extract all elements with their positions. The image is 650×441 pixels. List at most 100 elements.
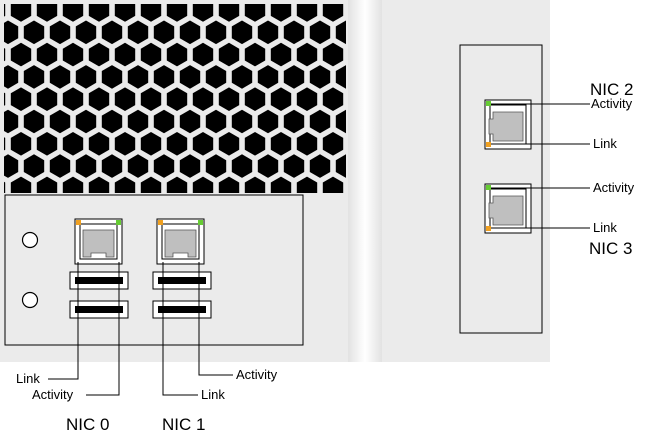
- nic1-activity-label: Activity: [236, 367, 278, 382]
- vent-hole: [140, 42, 162, 67]
- vent-hole: [270, 176, 292, 193]
- usb-port-column-right: [152, 271, 212, 319]
- nic0-link-label: Link: [16, 371, 40, 386]
- nic0-activity-led: [116, 220, 121, 225]
- vent-hole: [127, 65, 149, 89]
- vent-hole: [244, 87, 266, 111]
- vent-hole: [244, 42, 266, 67]
- vent-hole: [192, 176, 214, 193]
- vent-hole: [88, 42, 110, 67]
- vent-hole: [23, 65, 45, 89]
- vent-hole: [283, 20, 305, 45]
- vent-hole: [231, 109, 253, 134]
- vent-hole: [75, 154, 97, 178]
- vent-hole: [322, 132, 344, 156]
- vent-hole: [205, 65, 227, 89]
- vent-hole: [49, 65, 71, 89]
- vent-hole: [270, 87, 292, 111]
- usb-port-column-left: [69, 271, 129, 319]
- vent-hole: [49, 109, 71, 134]
- vent-hole: [309, 20, 331, 45]
- vent-hole: [62, 87, 84, 111]
- vent-hole: [218, 42, 240, 67]
- vent-hole: [4, 48, 6, 62]
- callout-lines-right: [491, 103, 590, 229]
- vent-hole: [322, 42, 344, 67]
- vent-hole: [23, 20, 45, 45]
- vent-hole: [218, 176, 240, 193]
- vent-hole: [10, 42, 32, 67]
- vent-hole: [166, 87, 188, 111]
- vent-hole: [49, 20, 71, 45]
- nic3-ethernet-port: [484, 183, 532, 234]
- vent-hole: [192, 4, 214, 22]
- vent-hole: [322, 4, 344, 22]
- vent-hole: [231, 65, 253, 89]
- vent-hole: [114, 132, 136, 156]
- nic3-activity-label: Activity: [593, 180, 635, 195]
- vent-hole: [4, 154, 19, 178]
- vent-hole: [283, 65, 305, 89]
- vent-hole: [296, 87, 318, 111]
- vent-hole: [322, 176, 344, 193]
- vent-hole: [127, 154, 149, 178]
- nic1-link-led: [158, 220, 163, 225]
- chassis-divider: [348, 0, 382, 362]
- vent-hole: [296, 42, 318, 67]
- vent-hole: [218, 4, 240, 22]
- vent-hole: [140, 132, 162, 156]
- vent-hole: [257, 154, 279, 178]
- vent-hole: [153, 109, 175, 134]
- status-indicator-upper: [21, 231, 39, 249]
- vent-hole: [244, 4, 266, 22]
- vent-hole: [166, 42, 188, 67]
- nic2-link-label: Link: [593, 136, 617, 151]
- vent-hole: [192, 87, 214, 111]
- vent-hole: [75, 109, 97, 134]
- vent-hole: [101, 20, 123, 45]
- vent-hole: [62, 176, 84, 193]
- nic1-activity-led: [198, 220, 203, 225]
- vent-hole: [270, 42, 292, 67]
- vent-hole: [4, 4, 6, 17]
- vent-hole: [36, 132, 58, 156]
- vent-hole: [283, 154, 305, 178]
- vent-hole: [153, 20, 175, 45]
- onboard-nic-plate: [4, 194, 304, 346]
- vent-hole: [218, 87, 240, 111]
- vent-hole: [205, 20, 227, 45]
- vent-hole: [75, 20, 97, 45]
- vent-hole: [192, 132, 214, 156]
- nic1-name-label: NIC 1: [162, 415, 206, 434]
- vent-hole: [335, 109, 346, 134]
- vent-hole: [88, 87, 110, 111]
- vent-hole: [101, 154, 123, 178]
- vent-hole: [62, 42, 84, 67]
- vent-hole: [296, 4, 318, 22]
- vent-hole: [205, 154, 227, 178]
- vent-hole: [140, 87, 162, 111]
- vent-hole: [23, 154, 45, 178]
- vent-hole: [166, 132, 188, 156]
- vent-hole: [218, 132, 240, 156]
- nic2-activity-led: [486, 101, 491, 106]
- nic0-link-callout-line: [48, 262, 79, 380]
- vent-hole: [257, 109, 279, 134]
- vent-hole: [36, 42, 58, 67]
- vent-hole: [23, 109, 45, 134]
- nic0-activity-callout-line: [86, 262, 120, 396]
- vent-hole: [270, 4, 292, 22]
- vent-hole: [10, 176, 32, 193]
- vent-hole: [36, 4, 58, 22]
- nic1-link-label: Link: [201, 387, 225, 402]
- vent-hole: [101, 65, 123, 89]
- vent-hole: [88, 176, 110, 193]
- nic3-link-label: Link: [593, 220, 617, 235]
- vent-hole: [335, 65, 346, 89]
- status-indicator-lower: [21, 291, 39, 309]
- vent-hole: [309, 109, 331, 134]
- vent-hole: [296, 176, 318, 193]
- vent-hole: [10, 4, 32, 22]
- vent-hole: [153, 154, 175, 178]
- nic3-activity-led: [486, 185, 491, 190]
